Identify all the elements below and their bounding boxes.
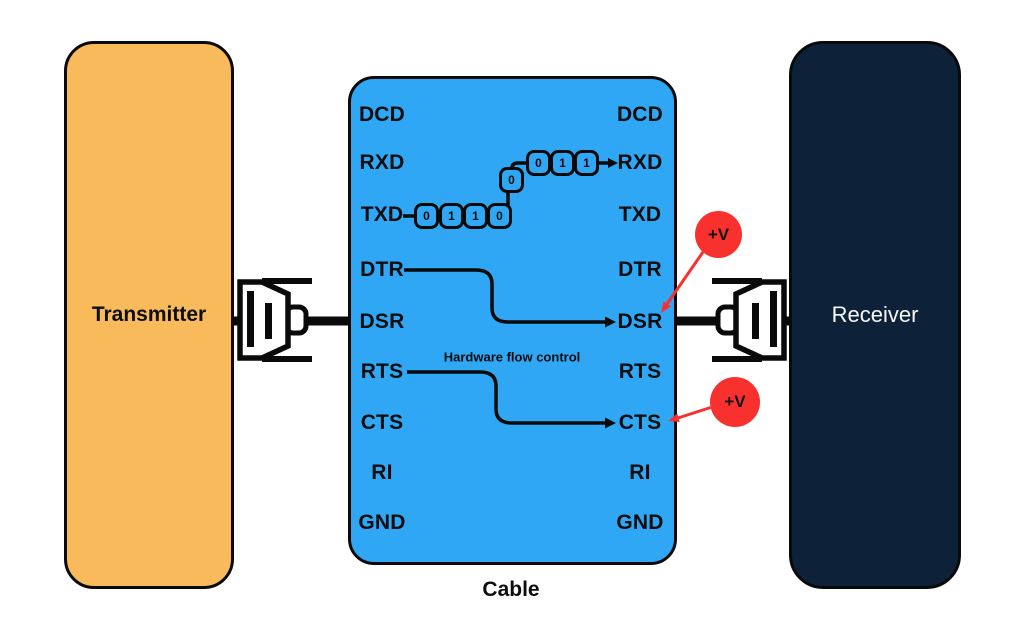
pin-left-gnd: GND: [358, 511, 406, 534]
bit-box-rxd-0: 0: [526, 150, 551, 176]
pin-left-dcd: DCD: [358, 103, 406, 126]
voltage-badge-cts-label: +V: [724, 392, 746, 411]
hardware-flow-control-label: Hardware flow control: [443, 349, 581, 365]
pin-right-rxd: RXD: [617, 151, 663, 174]
pin-right-cts: CTS: [618, 411, 662, 434]
cable-caption: Cable: [482, 578, 540, 601]
bit-box-transit: 0: [499, 167, 524, 193]
pin-right-dsr: DSR: [617, 310, 663, 333]
pin-left-ri: RI: [371, 461, 393, 484]
serial-connector-right-icon: [675, 278, 792, 362]
voltage-badge-dsr-label: +V: [707, 224, 730, 244]
pin-left-rxd: RXD: [359, 151, 405, 174]
voltage-badge-dsr: +V: [695, 211, 742, 258]
pin-left-txd: TXD: [360, 203, 404, 226]
bit-box-txd-1: 1: [439, 203, 464, 229]
bit-box-txd-2: 1: [463, 203, 488, 229]
bit-box-rxd-1: 1: [550, 150, 575, 176]
bit-box-txd-0: 0: [414, 203, 439, 229]
transmitter-label: Transmitter: [91, 303, 207, 326]
pin-right-ri: RI: [629, 461, 651, 484]
pin-right-rts: RTS: [618, 360, 662, 383]
pin-left-cts: CTS: [360, 411, 404, 434]
pin-right-dtr: DTR: [618, 258, 662, 281]
bit-box-rxd-2: 1: [574, 150, 599, 176]
pin-right-txd: TXD: [618, 203, 662, 226]
pin-left-dtr: DTR: [360, 258, 404, 281]
transmitter-block: Transmitter: [64, 41, 234, 589]
serial-connector-left-icon: [231, 278, 350, 362]
receiver-label: Receiver: [831, 302, 919, 327]
pin-left-dsr: DSR: [359, 310, 405, 333]
bit-box-txd-3: 0: [487, 203, 512, 229]
pin-right-gnd: GND: [616, 511, 664, 534]
pin-left-rts: RTS: [360, 360, 404, 383]
voltage-badge-cts: +V: [710, 377, 760, 427]
receiver-block: Receiver: [789, 41, 961, 589]
pin-right-dcd: DCD: [616, 103, 664, 126]
